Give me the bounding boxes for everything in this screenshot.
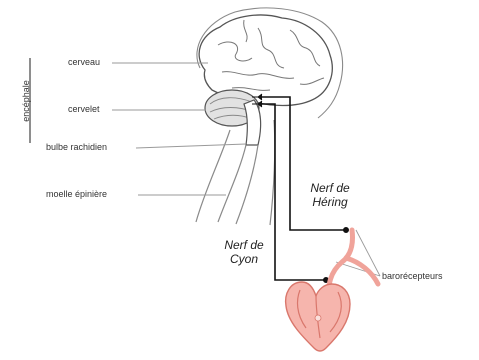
label-encephale: encéphale — [21, 80, 31, 122]
heart-shape — [286, 282, 350, 351]
nerf-cyon-line1: Nerf de — [214, 238, 274, 252]
label-nerf-cyon: Nerf de Cyon — [214, 238, 274, 266]
leader-bulbe — [136, 144, 246, 148]
label-moelle: moelle épinière — [46, 189, 107, 199]
nerf-hering-line2: Héring — [300, 195, 360, 209]
nerf-hering-line1: Nerf de — [300, 181, 360, 195]
label-barorecepteurs: barorécepteurs — [382, 271, 443, 281]
moelle-shape — [196, 120, 275, 225]
label-nerf-hering: Nerf de Héring — [300, 181, 360, 209]
label-cerveau: cerveau — [68, 57, 100, 67]
label-cervelet: cervelet — [68, 104, 100, 114]
nerf-cyon-line2: Cyon — [214, 252, 274, 266]
label-bulbe: bulbe rachidien — [46, 142, 107, 152]
